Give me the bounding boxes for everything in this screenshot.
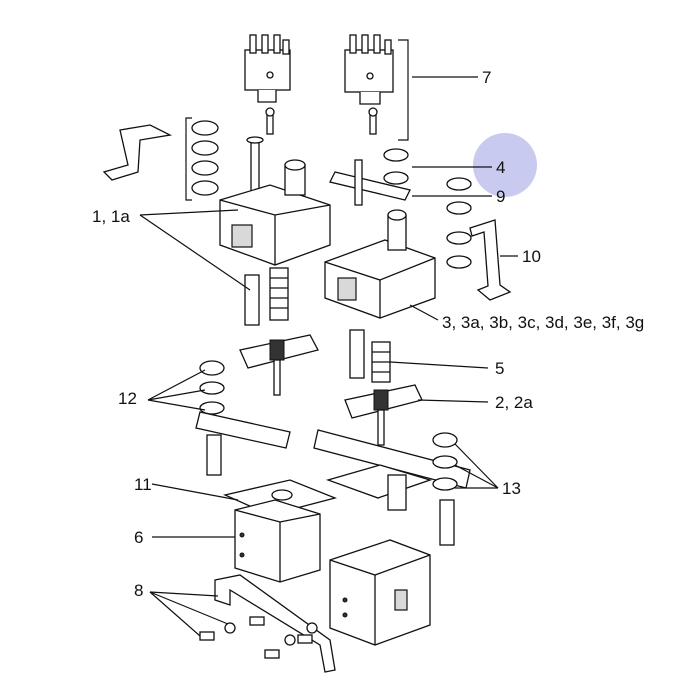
label-6: 6 [134,528,143,547]
top-left-switch [244,34,291,103]
left-bolt-and-spring [244,267,289,326]
label-13: 13 [502,479,521,498]
left-contact-bridge [239,334,319,396]
label-1-1a: 1, 1a [92,207,130,226]
label-10: 10 [522,247,541,266]
left-nut-washer-stack [185,117,219,201]
callout-labels: 7 4 9 10 1, 1a 3, 3a, 3b, 3c, 3d, 3e, 3f… [92,68,644,600]
right-terminal-hardware [313,429,471,546]
label-5: 5 [495,359,504,378]
highlight-circle [473,133,537,197]
label-8: 8 [134,581,143,600]
right-contact-bridge [344,384,423,446]
right-solenoid-coil [325,464,433,646]
upper-left-bracket [102,124,173,181]
right-bolt-and-spring [349,329,391,383]
label-11: 11 [134,475,152,494]
right-upper-hardware [329,148,512,301]
middle-contact-block [324,209,436,319]
mounting-bracket [199,574,336,673]
label-7: 7 [482,68,491,87]
leader-lines [139,76,518,637]
label-3: 3, 3a, 3b, 3c, 3d, 3e, 3f, 3g [442,313,644,332]
top-right-switch [344,34,409,141]
label-4: 4 [496,158,505,177]
upper-contact-block [219,159,331,266]
label-9: 9 [496,187,505,206]
small-screws [265,107,378,135]
left-terminal-hardware [195,360,291,476]
label-2-2a: 2, 2a [495,393,533,412]
label-12: 12 [118,389,137,408]
left-solenoid-coil [222,479,338,583]
